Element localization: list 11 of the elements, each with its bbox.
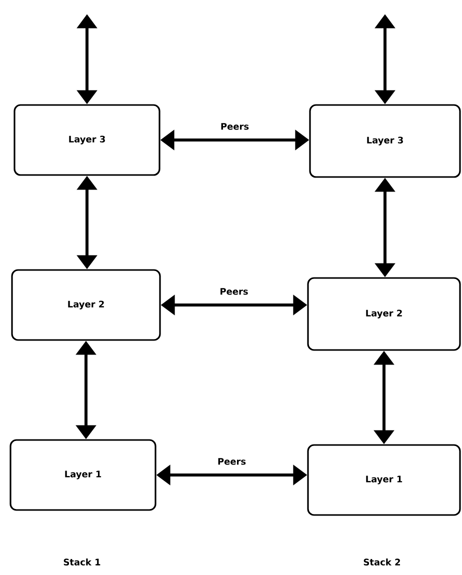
- layer-box: Layer 1: [307, 444, 461, 516]
- layer-box: Layer 2: [307, 277, 461, 351]
- layer-box: Layer 2: [11, 269, 161, 341]
- stack-label: Stack 1: [64, 558, 100, 566]
- layer-box: Layer 3: [309, 104, 461, 178]
- edge-label: Peers: [219, 122, 250, 131]
- layer-box: Layer 3: [14, 104, 160, 176]
- stack-label: Stack 2: [364, 558, 400, 566]
- layer-box: Layer 1: [10, 439, 156, 511]
- edge-label: Peers: [218, 287, 250, 296]
- edge-label: Peers: [216, 457, 248, 466]
